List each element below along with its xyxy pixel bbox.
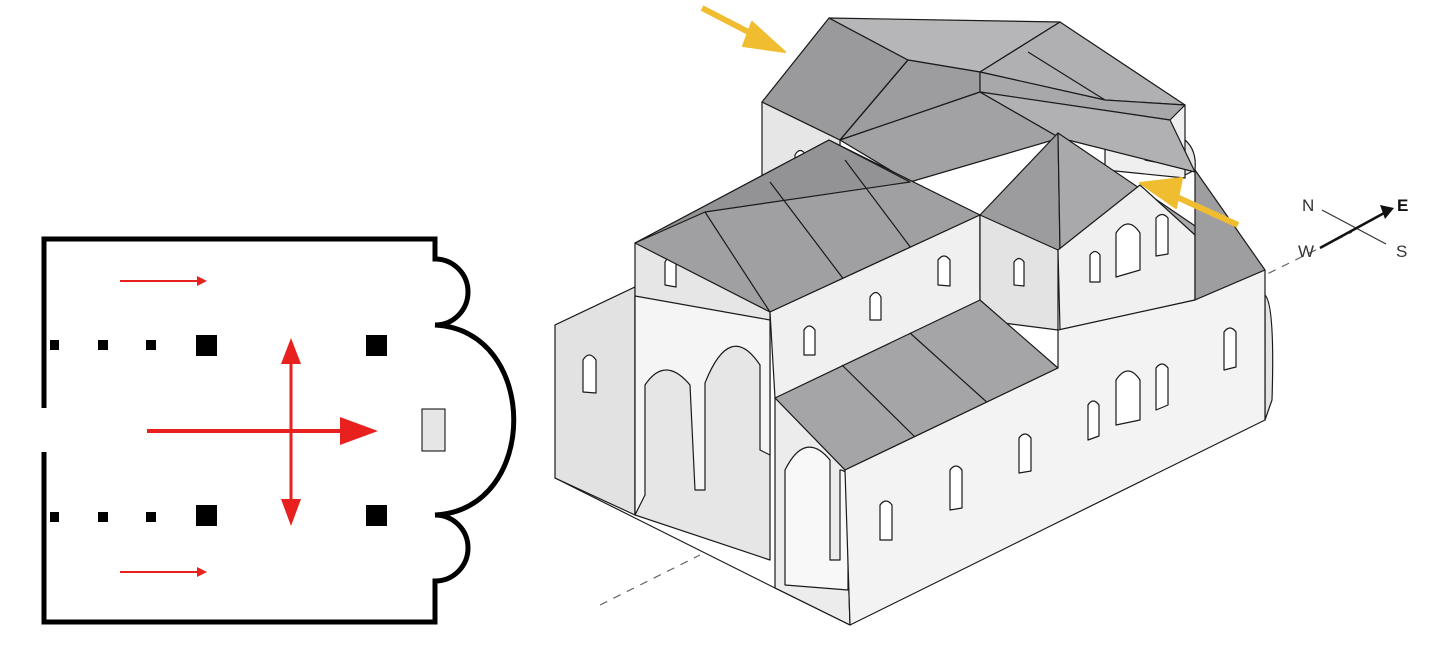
clerestory-window [937,255,951,287]
north-crossing-pier [196,335,217,356]
south-colonnade-pier [98,512,108,522]
west-arcade [634,295,771,516]
isometric-church [554,5,1353,626]
clerestory-window [869,291,882,321]
crossing-roof-ne [979,71,1186,121]
north-crossing-pier [366,335,387,356]
compass-north-label: N [1302,196,1314,215]
roof-seam [909,332,991,406]
gable-window [1089,250,1101,283]
south-wall-window-large [1115,370,1141,426]
south-apse-curve [1264,294,1274,421]
roof-seam [1027,51,1106,101]
south-wall-window [949,465,963,511]
nave-axis-arrowhead [340,417,378,445]
floor-plan [41,236,517,625]
south-wall-window [1018,433,1032,474]
sunlight-arrow-icon [1139,177,1240,228]
axis-dashed-line-west [599,554,701,606]
altar [421,408,446,452]
roof-seam [839,59,909,141]
transept-south-arrowhead [281,499,301,526]
south-crossing-pier [366,505,387,526]
north-aisle-wall [554,286,636,516]
transept-north-arrowhead [281,338,301,364]
floor-plan-outline [41,236,517,625]
north-colonnade-pier [50,340,59,350]
south-crossing-pier [196,505,217,526]
compass-west-label: W [1298,242,1314,261]
north-colonnade-pier [98,340,108,350]
compass-icon: N E S W [1298,196,1408,261]
south-transept-window [1013,257,1025,287]
roof-seam [769,181,849,286]
roof-seam [704,211,771,313]
nave-roof-north [634,139,911,244]
south-main-wall [844,269,1266,626]
compass-south-label: S [1396,242,1407,261]
sunlight-arrow-icon [700,5,786,53]
gable-window-large [1115,223,1141,278]
building-base-line [554,477,851,626]
clerestory-window [803,325,816,356]
south-colonnade-pier [50,512,59,522]
south-wall-window [1087,400,1100,441]
compass-east-label: E [1397,196,1408,215]
gable-window [1155,213,1169,257]
south-colonnade-pier [146,512,156,522]
south-wall-window [879,500,893,541]
roof-seam [844,159,921,261]
roof-seam [841,364,919,441]
north-aisle-window [582,354,597,394]
south-wall-window [1223,327,1237,371]
north-colonnade-pier [146,340,156,350]
south-wall-window [1155,363,1169,411]
